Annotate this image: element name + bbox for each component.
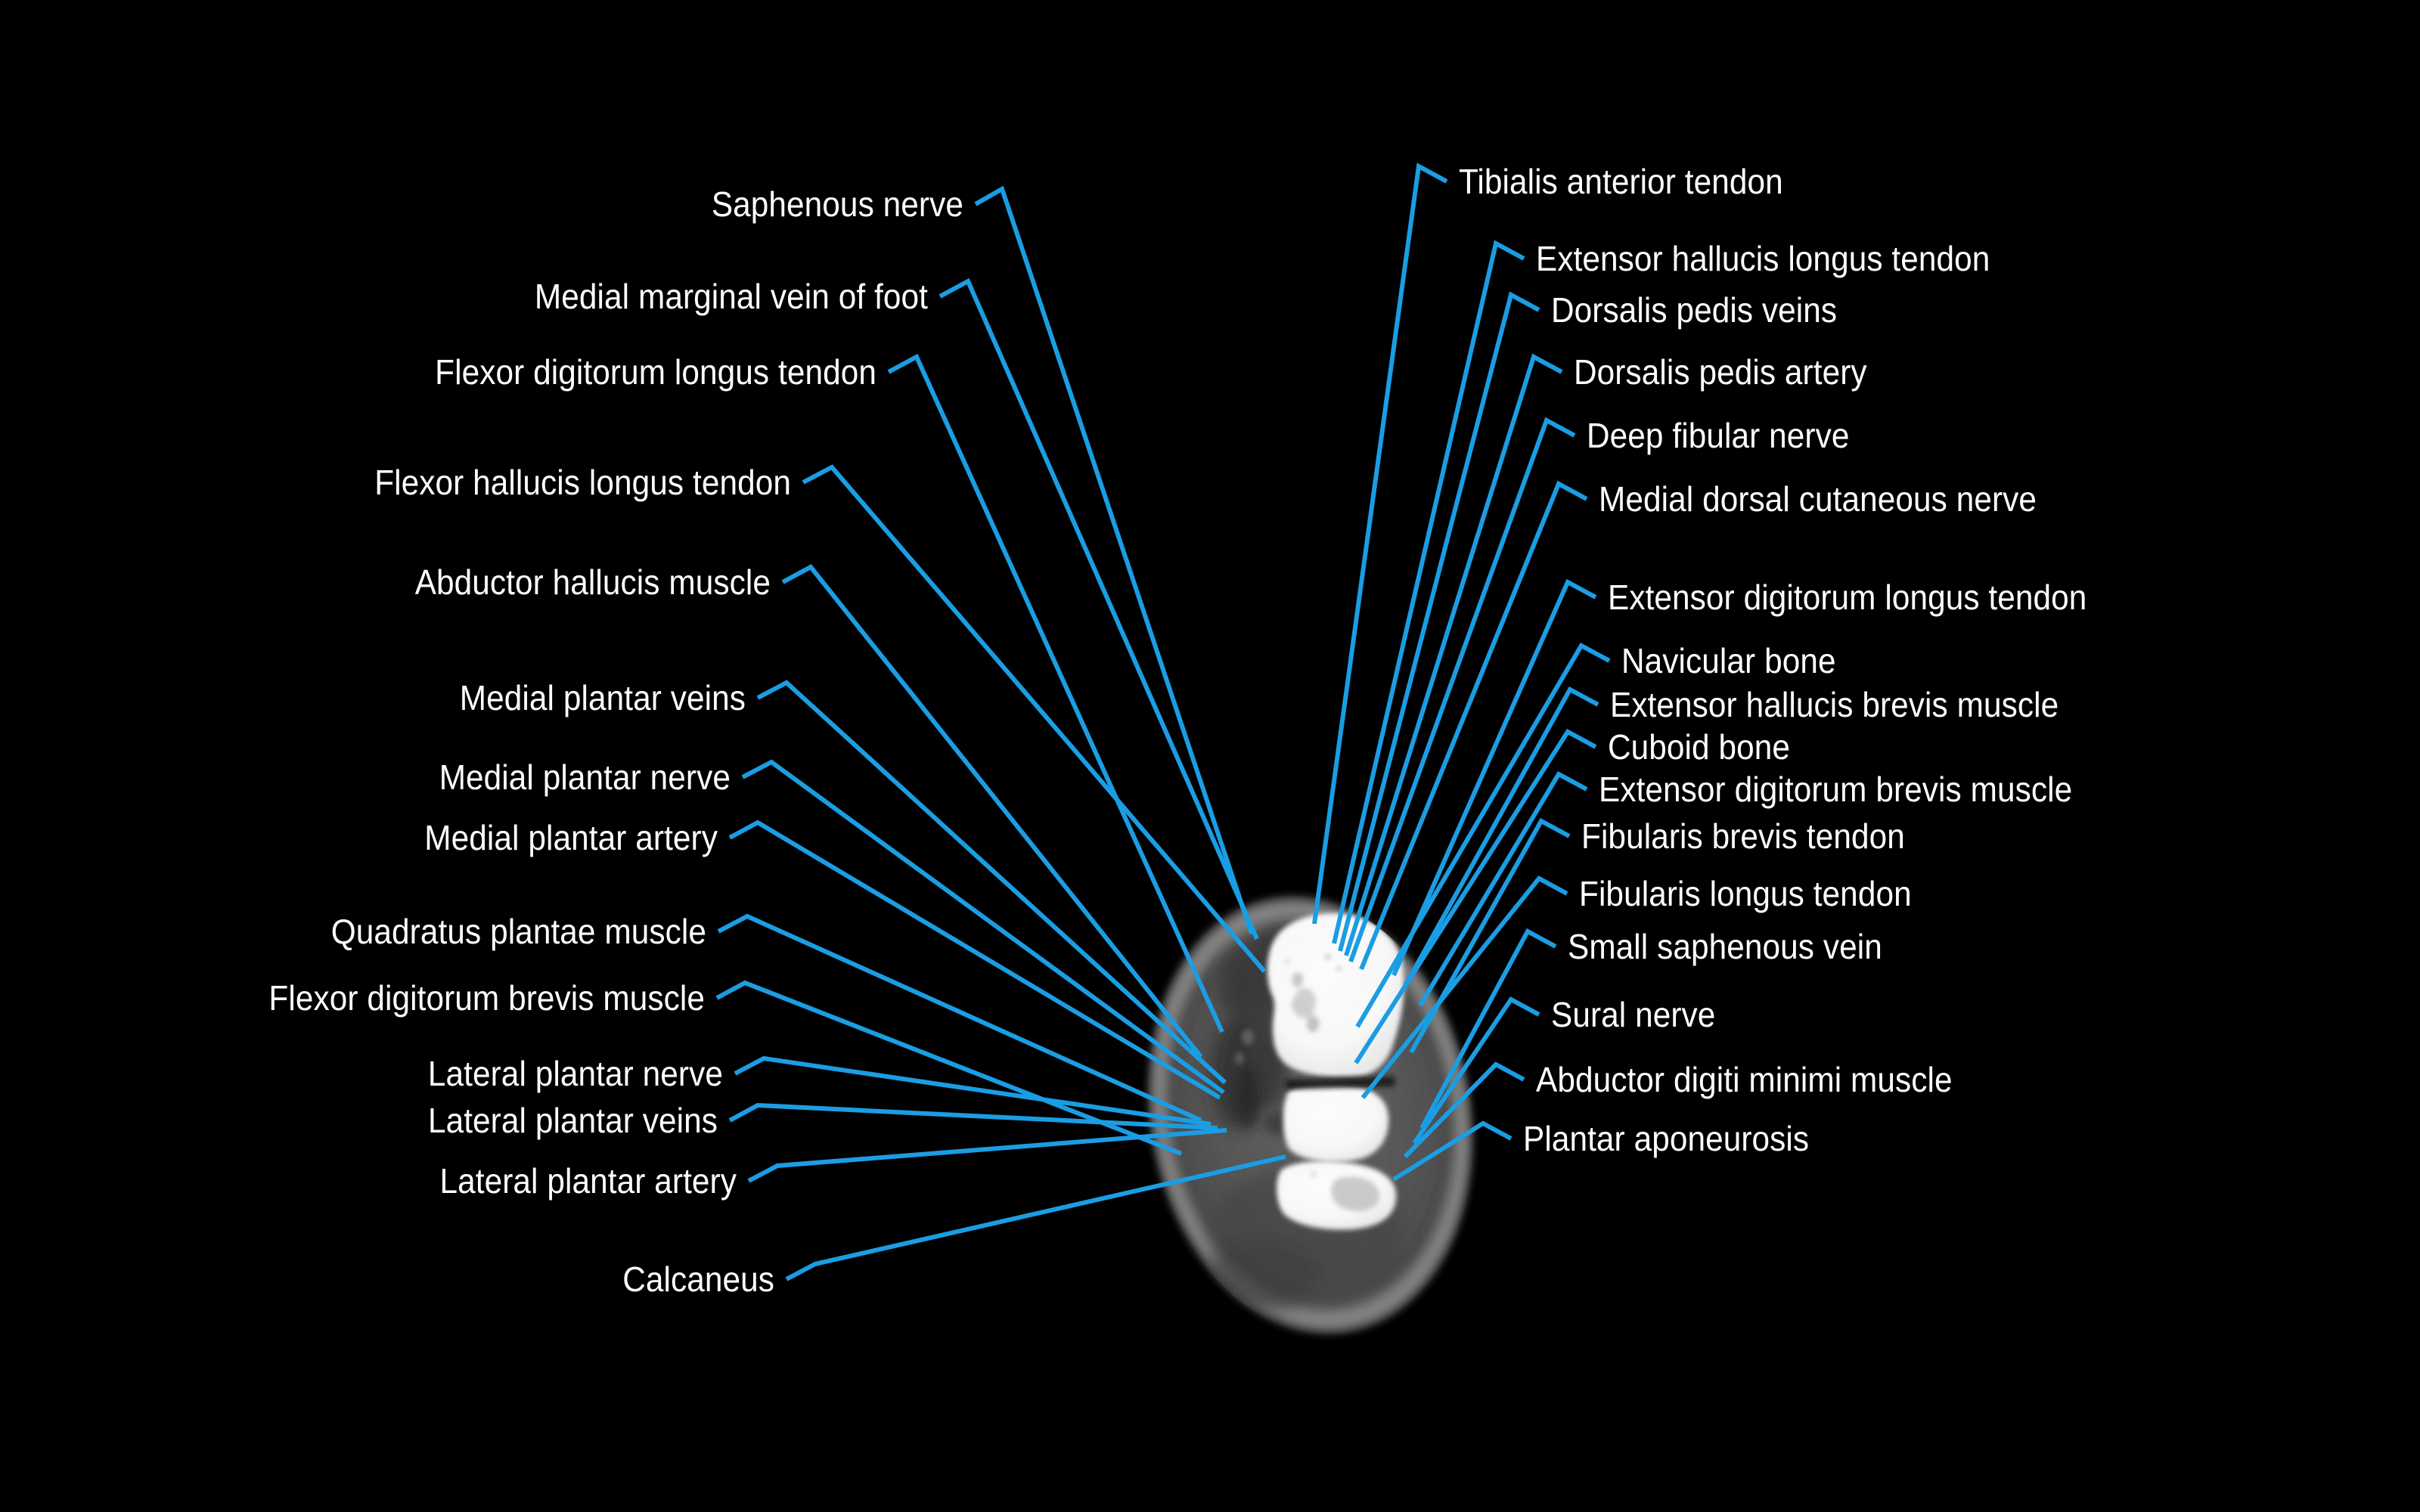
annotation-label[interactable]: Quadratus plantae muscle xyxy=(330,912,706,951)
leader-line xyxy=(1418,770,1588,1007)
leader-line xyxy=(1419,928,1557,1129)
annotation-label[interactable]: Medial marginal vein of foot xyxy=(534,277,928,316)
leader-line xyxy=(939,277,1259,940)
leader-line xyxy=(1338,291,1540,952)
annotation-label[interactable]: Saphenous nerve xyxy=(711,184,963,224)
leader-line xyxy=(717,913,1202,1123)
annotation-label[interactable]: Navicular bone xyxy=(1621,641,1836,680)
annotation-label[interactable]: Flexor digitorum longus tendon xyxy=(435,352,876,392)
leader-line xyxy=(1360,875,1568,1099)
annotation-label[interactable]: Sural nerve xyxy=(1551,995,1716,1034)
annotation-label[interactable]: Fibularis brevis tendon xyxy=(1581,816,1905,856)
leader-line xyxy=(741,759,1225,1095)
leader-line xyxy=(1355,642,1611,1028)
leader-line xyxy=(747,1128,1227,1183)
leader-line xyxy=(756,680,1227,1085)
annotation-label[interactable]: Cuboid bone xyxy=(1608,727,1791,767)
annotation-label[interactable]: Extensor digitorum longus tendon xyxy=(1608,578,2087,617)
annotation-label[interactable]: Calcaneus xyxy=(622,1259,774,1299)
leader-line xyxy=(974,185,1254,934)
leader-line xyxy=(1354,729,1597,1064)
leader-line xyxy=(1348,417,1576,963)
leader-line xyxy=(1344,353,1563,956)
annotation-label[interactable]: Lateral plantar nerve xyxy=(427,1054,723,1093)
leader-line xyxy=(781,564,1203,1058)
leader-line xyxy=(1332,240,1525,944)
annotation-label[interactable]: Abductor hallucis muscle xyxy=(414,562,771,602)
annotation-label[interactable]: Medial plantar veins xyxy=(459,678,746,717)
leader-line xyxy=(728,820,1221,1100)
leader-line xyxy=(728,1102,1218,1130)
leader-line xyxy=(1392,578,1597,977)
annotation-label[interactable]: Extensor hallucis brevis muscle xyxy=(1610,685,2059,724)
leader-line xyxy=(734,1055,1212,1126)
annotation-label[interactable]: Extensor digitorum brevis muscle xyxy=(1599,770,2073,809)
annotation-label[interactable]: Flexor digitorum brevis muscle xyxy=(268,978,705,1018)
annotation-label[interactable]: Dorsalis pedis veins xyxy=(1551,290,1838,330)
leader-line xyxy=(887,353,1224,1033)
leader-line xyxy=(1312,163,1448,925)
annotation-label[interactable]: Dorsalis pedis artery xyxy=(1574,352,1867,392)
leader-line xyxy=(1392,1120,1512,1182)
leader-line xyxy=(1403,1061,1525,1159)
annotation-label[interactable]: Small saphenous vein xyxy=(1568,927,1882,966)
annotation-label[interactable]: Extensor hallucis longus tendon xyxy=(1536,239,1990,278)
annotation-label[interactable]: Medial dorsal cutaneous nerve xyxy=(1599,479,2037,519)
annotation-label[interactable]: Fibularis longus tendon xyxy=(1579,874,1912,913)
annotation-label[interactable]: Deep fibular nerve xyxy=(1587,416,1850,455)
leader-line xyxy=(1409,817,1571,1054)
annotation-label[interactable]: Plantar aponeurosis xyxy=(1523,1119,1810,1158)
leader-line xyxy=(1359,480,1588,971)
leader-line xyxy=(802,464,1267,973)
leader-line xyxy=(1403,686,1599,987)
leader-line xyxy=(785,1154,1286,1281)
annotation-label[interactable]: Abductor digiti minimi muscle xyxy=(1536,1060,1953,1099)
annotation-label[interactable]: Flexor hallucis longus tendon xyxy=(374,463,791,502)
annotation-label[interactable]: Medial plantar artery xyxy=(424,818,718,857)
annotation-label[interactable]: Lateral plantar artery xyxy=(439,1161,737,1201)
leader-line xyxy=(1412,996,1540,1145)
annotation-label[interactable]: Tibialis anterior tendon xyxy=(1459,162,1783,201)
annotation-label[interactable]: Lateral plantar veins xyxy=(427,1101,718,1140)
annotation-label[interactable]: Medial plantar nerve xyxy=(439,758,731,797)
